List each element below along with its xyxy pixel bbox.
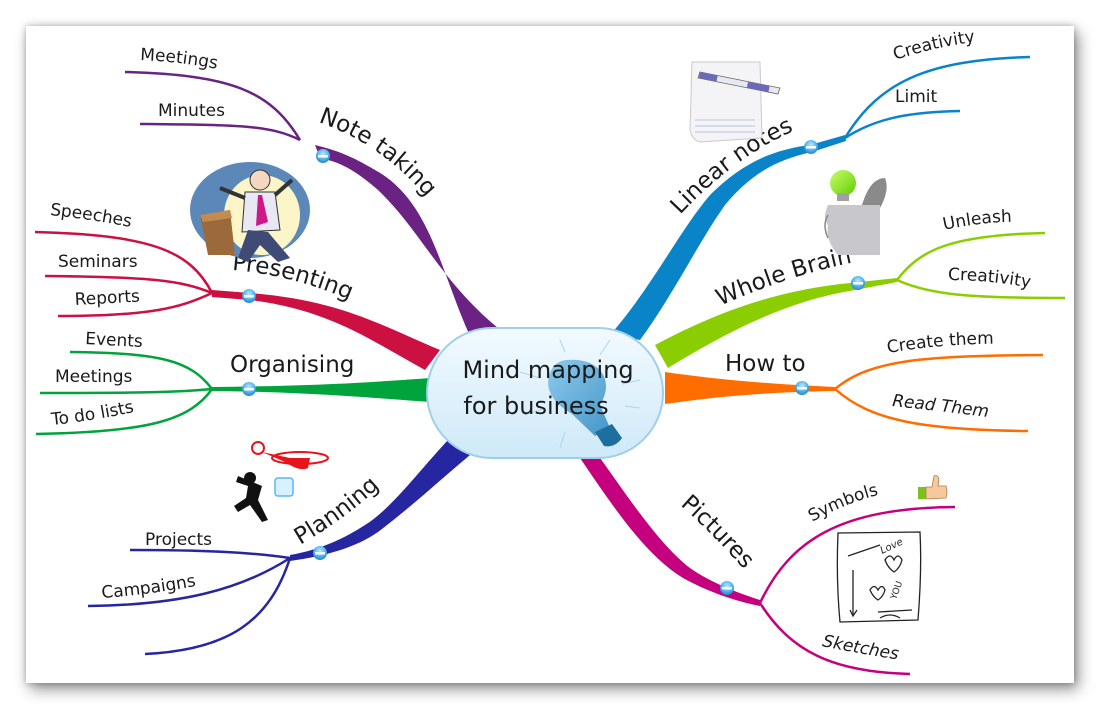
svg-text:YOU: YOU [889,580,905,602]
svg-text:Love: Love [879,537,905,557]
sub-branch-line [129,548,291,560]
sub-branch-line [34,230,214,294]
branch-line [610,135,846,340]
sub-branch-label: Speeches [49,200,133,232]
lightbulb-icon [519,339,641,449]
sub-branch-label: Limit [895,87,937,107]
sub-branch-label: Creativity [948,265,1033,293]
helicopter-person-icon [234,441,329,522]
branch-presenting: Presenting Speeches Seminars Reports [34,162,440,370]
sub-branch-label: Minutes [158,101,225,121]
sub-branch-line [843,55,1031,139]
minus-icon [853,282,863,285]
minus-icon [806,146,816,149]
sub-branch-line [896,231,1046,281]
sub-branch-line [139,122,301,142]
sub-branch-line [896,278,1066,300]
sub-branch-label: Creativity [891,27,976,65]
branch-line [655,278,897,368]
branch-how-to: How to Create them Read Them [665,329,1044,433]
branch-label-pictures: Pictures [676,490,759,573]
branch-pictures: Pictures Symbols Sketches Love YOU [580,455,956,676]
branch-label-planning: Planning [290,472,384,550]
central-topic-line2: for business [463,392,608,420]
sub-branch-line [834,388,1029,433]
sub-branch-line [144,557,292,656]
sub-branch-line [124,70,302,141]
sub-branch-label: Unleash [941,207,1012,235]
sub-branch-line [69,350,213,390]
central-topic-line1: Mind mapping [462,356,633,384]
central-topic[interactable]: Mind mapping for business [426,327,664,459]
sub-branch-label: Read Them [891,391,990,422]
branch-line [315,145,498,336]
sketch-icon: Love YOU [836,531,922,623]
sub-branch-label: Reports [74,287,140,310]
sub-branch-label: Sketches [821,631,901,664]
branch-line [212,290,440,370]
minus-icon [244,295,254,298]
notepad-pen-icon [689,61,781,143]
head-lightbulb-icon [824,170,887,255]
sub-branch-label: To do lists [49,397,135,430]
branch-line [212,378,430,402]
sub-branch-label: Events [85,329,144,352]
sub-branch-label: Meetings [140,45,220,74]
sub-branch-label: Create them [885,329,994,358]
sub-branch-line [844,109,961,140]
sub-branch-line [834,353,1044,390]
sub-branch-line [44,274,213,295]
branch-line [665,372,835,404]
minus-icon [722,587,732,590]
minus-icon [315,552,325,555]
minus-icon [244,388,254,391]
minus-icon [318,155,328,158]
sub-branch-line [87,556,291,608]
branch-note-taking: Note taking Meetings Minutes [124,45,498,336]
sub-branch-line [57,291,213,318]
branch-planning: Planning Projects Campaigns [87,440,470,656]
minus-icon [797,387,807,390]
presenter-icon [190,162,310,262]
branch-label-organising: Organising [230,352,354,378]
branch-label-how-to: How to [725,351,806,377]
sub-branch-line [35,388,214,436]
branch-line [580,455,760,606]
sub-branch-label: Seminars [58,252,138,272]
sub-branch-line [758,505,956,604]
sub-branch-label: Meetings [55,367,133,387]
branch-line [290,440,470,561]
sub-branch-line [758,602,911,676]
sub-branch-label: Symbols [805,480,880,526]
branch-organising: Organising Events Meetings To do lists [35,329,430,436]
sub-branch-label: Projects [145,530,212,550]
thumbs-up-icon [918,475,948,500]
sub-branch-line [39,387,213,395]
